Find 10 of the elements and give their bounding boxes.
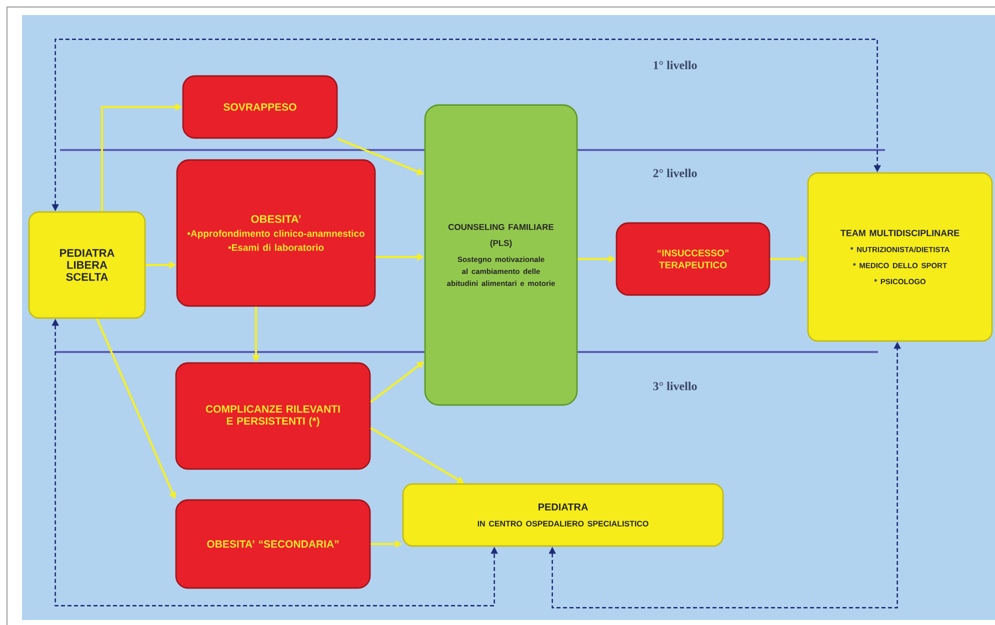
process-box: SOVRAPPESO <box>182 75 338 139</box>
process-box: OBESITA’ “SECONDARIA” <box>175 499 371 589</box>
level-label: 1° livello <box>654 60 697 70</box>
process-box: “INSUCCESSO” TERAPEUTICO <box>616 222 770 296</box>
process-box: COMPLICANZE RILEVANTI E PERSISTENTI (*) <box>175 362 371 470</box>
process-box: PEDIATRA IN CENTRO OSPEDALIERO SPECIALISTICO <box>402 483 724 547</box>
process-box: OBESITA’ •Approfondimento clinico-anamnestico •Esami di laboratorio <box>176 159 376 307</box>
level-label: 3° livello <box>653 382 697 390</box>
level-label: 2° livello <box>653 168 697 178</box>
process-box: PEDIATRA LIBERA SCELTA <box>28 211 146 319</box>
